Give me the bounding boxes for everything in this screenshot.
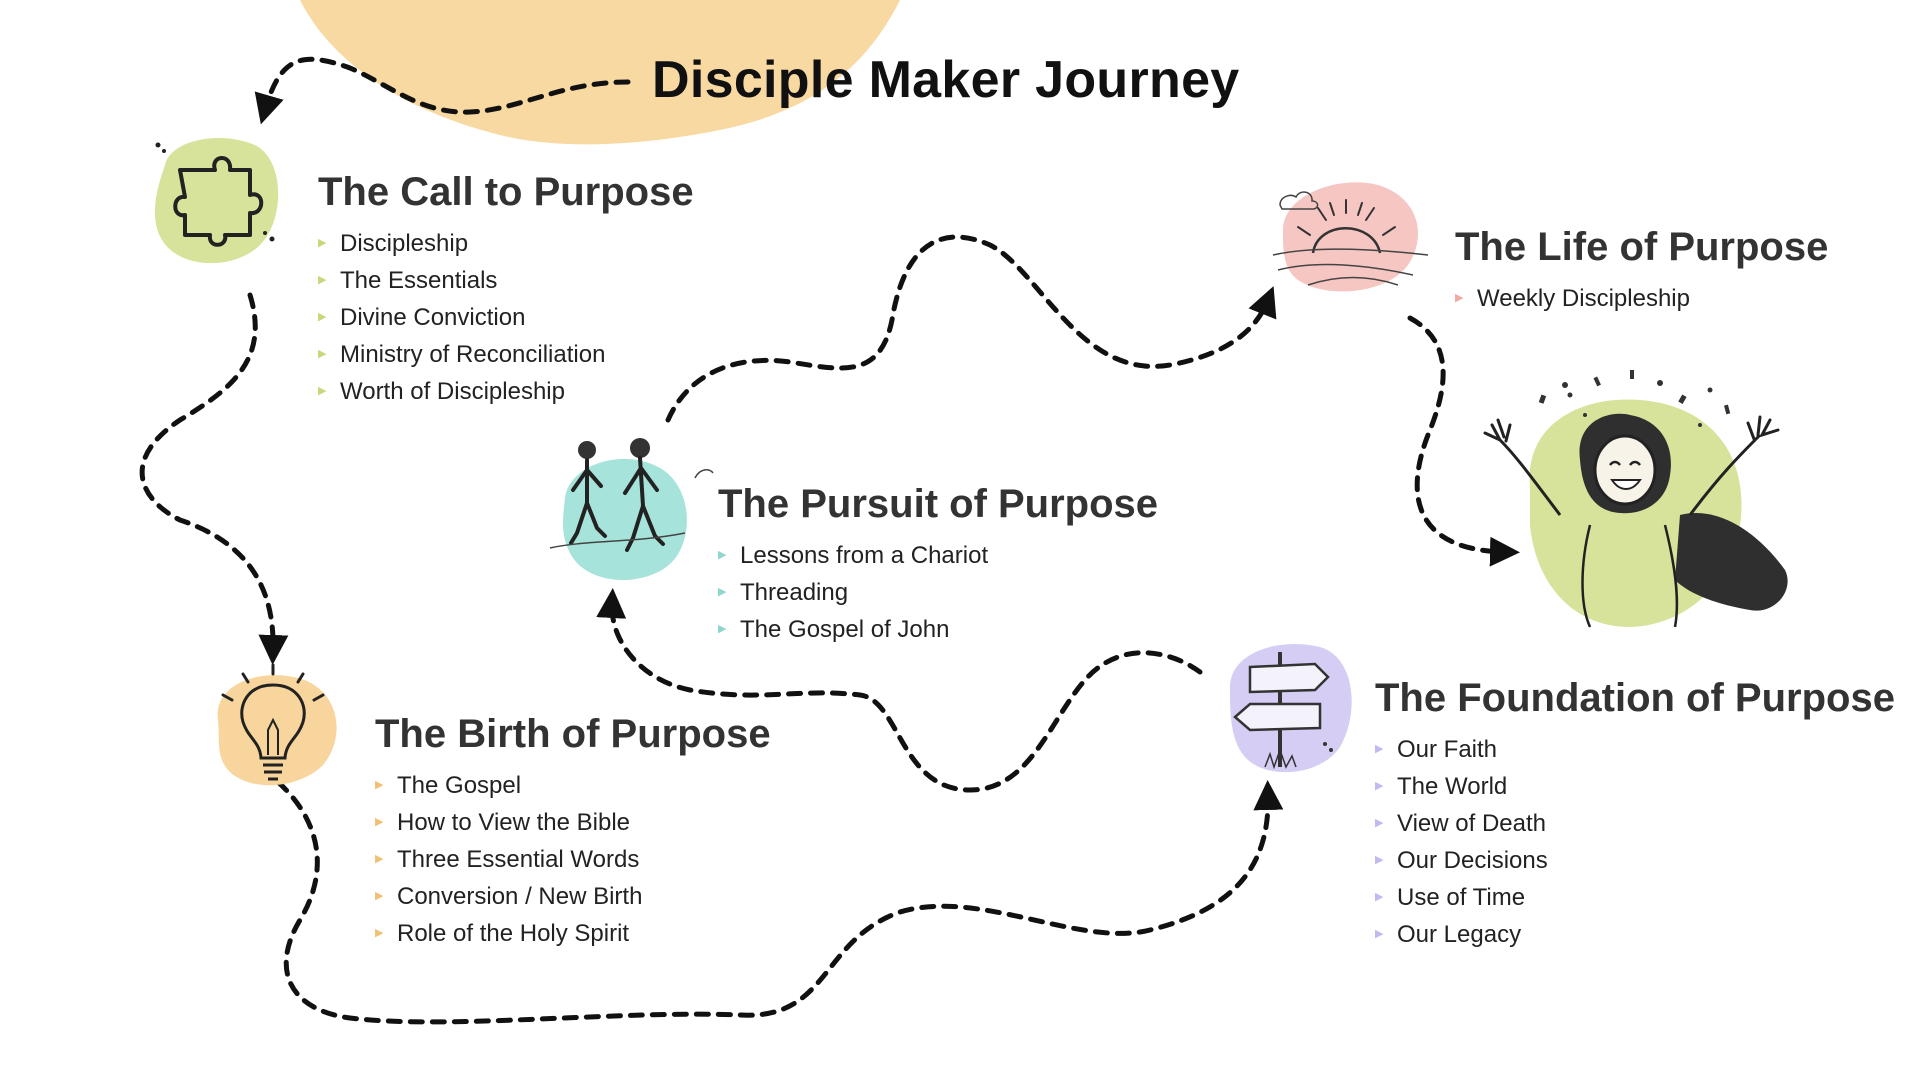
topic-label: Ministry of Reconciliation [340,341,606,368]
bullet-icon: ▶ [375,927,384,939]
topic-list: ▶ Lessons from a Chariot ▶ Threading ▶ The … [718,537,1158,648]
topic-label: Our Legacy [1397,921,1522,948]
signpost-icon [1230,643,1352,773]
topic-item[interactable]: ▶ Our Decisions [1375,842,1895,879]
topic-list: ▶ The Gospel ▶ How to View the Bible ▶ Thre… [375,767,771,952]
section-pursuit-of-purpose: The Pursuit of Purpose ▶ Lessons from a C… [718,482,1158,648]
topic-item[interactable]: ▶ Ministry of Reconciliation [318,336,694,373]
topic-label: Discipleship [340,230,469,257]
topic-label: Lessons from a Chariot [740,542,989,569]
topic-item[interactable]: ▶ Our Faith [1375,731,1895,768]
sun-blob [300,0,900,145]
topic-label: View of Death [1397,810,1546,837]
section-title: The Foundation of Purpose [1375,676,1895,720]
topic-item[interactable]: ▶ View of Death [1375,805,1895,842]
bullet-icon: ▶ [1375,891,1384,903]
topic-label: Three Essential Words [397,846,640,873]
topic-label: Use of Time [1397,884,1526,911]
bullet-icon: ▶ [318,311,327,323]
bullet-icon: ▶ [375,853,384,865]
bullet-icon: ▶ [718,586,727,598]
topic-item[interactable]: ▶ Threading [718,574,1158,611]
page-title: Disciple Maker Journey [652,51,1240,109]
bullet-icon: ▶ [1375,928,1384,940]
section-life-of-purpose: The Life of Purpose ▶ Weekly Discipleship [1455,225,1828,317]
bullet-icon: ▶ [718,623,727,635]
path-birth-to-foundation [275,779,1284,1025]
topic-item[interactable]: ▶ Divine Conviction [318,299,694,336]
lightbulb-icon [217,663,337,786]
topic-item[interactable]: ▶ The World [1375,768,1895,805]
topic-item[interactable]: ▶ Use of Time [1375,879,1895,916]
bullet-icon: ▶ [375,779,384,791]
topic-label: Our Faith [1397,736,1498,763]
bullet-icon: ▶ [718,549,727,561]
topic-label: Weekly Discipleship [1477,285,1690,312]
topic-label: The Essentials [340,267,498,294]
topic-item[interactable]: ▶ Three Essential Words [375,841,771,878]
bullet-icon: ▶ [318,274,327,286]
section-title: The Birth of Purpose [375,712,771,756]
bullet-icon: ▶ [375,890,384,902]
topic-list: ▶ Discipleship ▶ The Essentials ▶ Divine Co… [318,225,694,410]
topic-list: ▶ Our Faith ▶ The World ▶ View of Death ▶ Ou… [1375,731,1895,953]
topic-label: Role of the Holy Spirit [397,920,630,947]
path-call-to-birth [139,292,289,665]
section-title: The Pursuit of Purpose [718,482,1159,526]
topic-label: The Gospel [397,772,522,799]
topic-list: ▶ Weekly Discipleship [1455,280,1828,317]
bullet-icon: ▶ [318,348,327,360]
bullet-icon: ▶ [318,237,327,249]
section-call-to-purpose: The Call to Purpose ▶ Discipleship ▶ The E… [318,170,694,410]
bullet-icon: ▶ [1375,780,1384,792]
bullet-icon: ▶ [1375,817,1384,829]
path-foundation-to-pursuit [596,588,1203,793]
topic-item[interactable]: ▶ Role of the Holy Spirit [375,915,771,952]
topic-label: The World [1397,773,1508,800]
topic-label: How to View the Bible [397,809,631,836]
bullet-icon: ▶ [1455,292,1464,304]
topic-item[interactable]: ▶ Worth of Discipleship [318,373,694,410]
path-life-to-celebration [1407,315,1520,567]
topic-item[interactable]: ▶ The Essentials [318,262,694,299]
bullet-icon: ▶ [1375,854,1384,866]
topic-item[interactable]: ▶ Our Legacy [1375,916,1895,953]
topic-item[interactable]: ▶ Weekly Discipleship [1455,280,1828,317]
topic-label: The Gospel of John [740,616,950,643]
topic-item[interactable]: ▶ How to View the Bible [375,804,771,841]
section-birth-of-purpose: The Birth of Purpose ▶ The Gospel ▶ How to… [375,712,771,952]
topic-item[interactable]: ▶ Lessons from a Chariot [718,537,1158,574]
topic-label: Threading [740,579,849,606]
path-pursuit-to-life [665,234,1277,423]
path-title-to-call [254,56,631,125]
topic-label: Divine Conviction [340,304,526,331]
section-title: The Call to Purpose [318,170,694,214]
bullet-icon: ▶ [375,816,384,828]
puzzle-piece-icon [154,137,279,264]
topic-item[interactable]: ▶ The Gospel of John [718,611,1158,648]
celebrating-woman-icon [1483,370,1788,628]
topic-label: Conversion / New Birth [397,883,643,910]
section-title: The Life of Purpose [1455,225,1829,269]
topic-label: Our Decisions [1397,847,1548,874]
topic-item[interactable]: ▶ Discipleship [318,225,694,262]
topic-label: Worth of Discipleship [340,378,565,405]
bullet-icon: ▶ [1375,743,1384,755]
topic-item[interactable]: ▶ The Gospel [375,767,771,804]
sunrise-icon [1272,182,1429,292]
topic-item[interactable]: ▶ Conversion / New Birth [375,878,771,915]
walking-people-icon [549,438,714,580]
section-foundation-of-purpose: The Foundation of Purpose ▶ Our Faith ▶ Th… [1375,676,1895,953]
bullet-icon: ▶ [318,385,327,397]
